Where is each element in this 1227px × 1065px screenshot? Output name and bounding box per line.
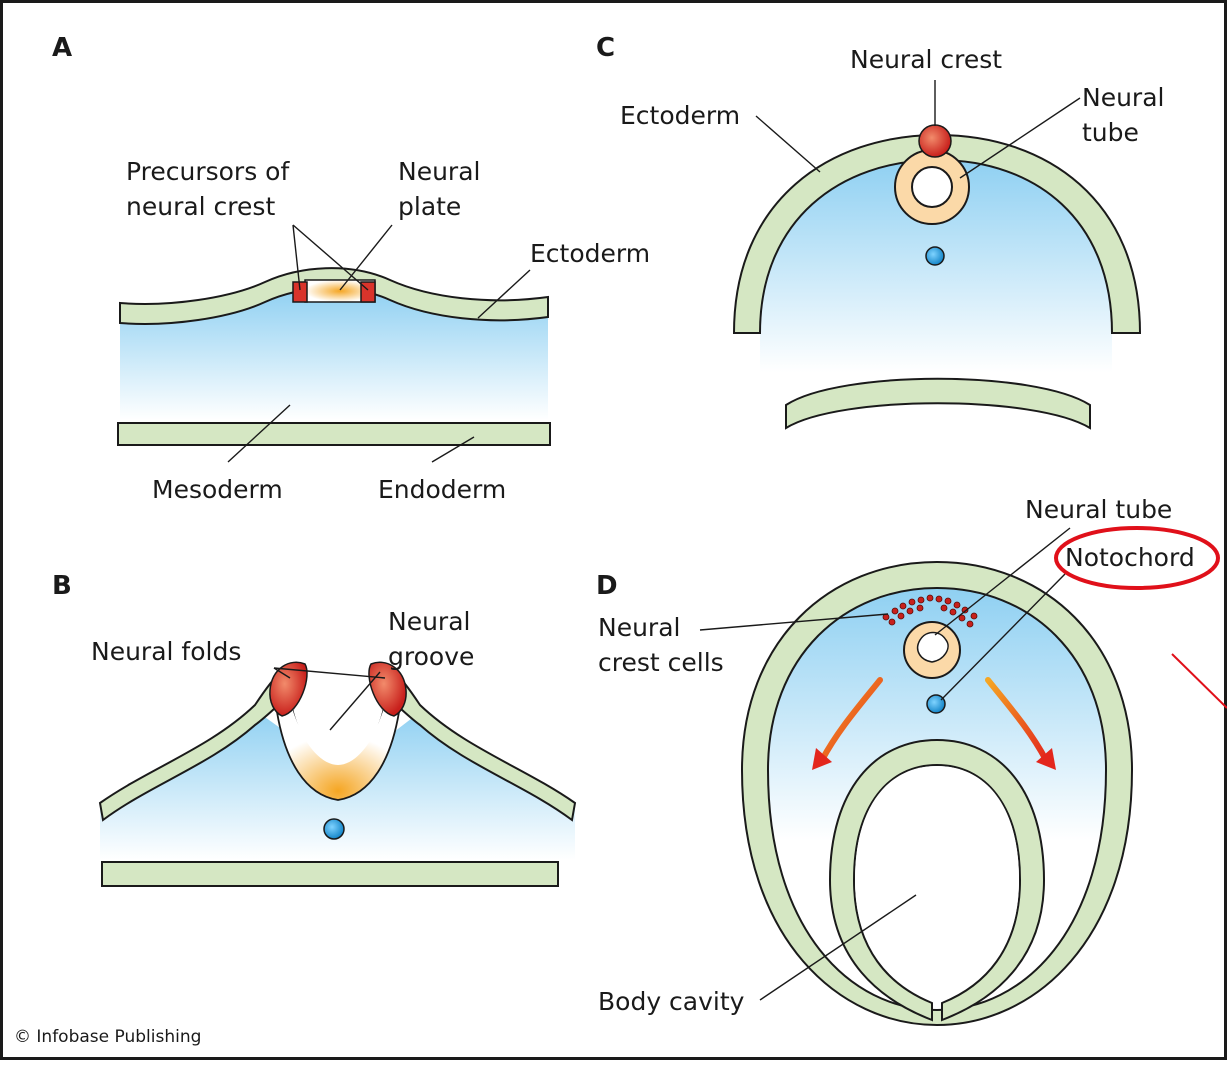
panel-c-letter: C [596, 33, 615, 63]
crest-cell [927, 595, 933, 601]
label-ectoderm-a: Ectoderm [530, 239, 650, 268]
crest-cell [945, 598, 951, 604]
label-neural-tube-d: Neural tube [1025, 495, 1172, 524]
endoderm-layer [118, 423, 550, 445]
crest-cell [967, 621, 973, 627]
crest-cell [971, 613, 977, 619]
credit-text: © Infobase Publishing [14, 1027, 201, 1047]
crest-cell [954, 602, 960, 608]
label-neural-plate-line1: Neural [398, 157, 480, 186]
crest-cell [900, 603, 906, 609]
label-neural-crest-cells-line1: Neural [598, 613, 680, 642]
neural-crest-c [919, 125, 951, 157]
crest-cell [898, 613, 904, 619]
label-precursors-line2: neural crest [126, 192, 275, 221]
crest-cell [918, 597, 924, 603]
label-ectoderm-c: Ectoderm [620, 101, 740, 130]
endoderm-layer-b [102, 862, 558, 886]
label-neural-groove-line1: Neural [388, 607, 470, 636]
notochord-c [926, 247, 944, 265]
label-endoderm: Endoderm [378, 475, 506, 504]
label-body-cavity: Body cavity [598, 987, 745, 1016]
panel-b-letter: B [52, 571, 72, 601]
crest-cell [889, 619, 895, 625]
label-neural-groove-line2: groove [388, 642, 474, 671]
label-neural-crest-cells-line2: crest cells [598, 648, 724, 677]
panel-d-letter: D [596, 571, 618, 601]
crest-cell [936, 596, 942, 602]
notochord-b [324, 819, 344, 839]
crest-cell [907, 608, 913, 614]
panel-a-letter: A [52, 33, 72, 63]
crest-cell [909, 599, 915, 605]
label-neural-tube-line2: tube [1082, 118, 1139, 147]
label-neural-folds: Neural folds [91, 637, 241, 666]
label-mesoderm: Mesoderm [152, 475, 283, 504]
crest-cell [892, 608, 898, 614]
label-precursors-line1: Precursors of [126, 157, 290, 186]
label-neural-crest: Neural crest [850, 45, 1002, 74]
label-neural-plate-line2: plate [398, 192, 461, 221]
label-notochord: Notochord [1065, 543, 1195, 572]
crest-cell [941, 605, 947, 611]
crest-cell [917, 605, 923, 611]
crest-cell [950, 609, 956, 615]
label-neural-tube-line1: Neural [1082, 83, 1164, 112]
neural-tube-lumen-c [912, 167, 952, 207]
